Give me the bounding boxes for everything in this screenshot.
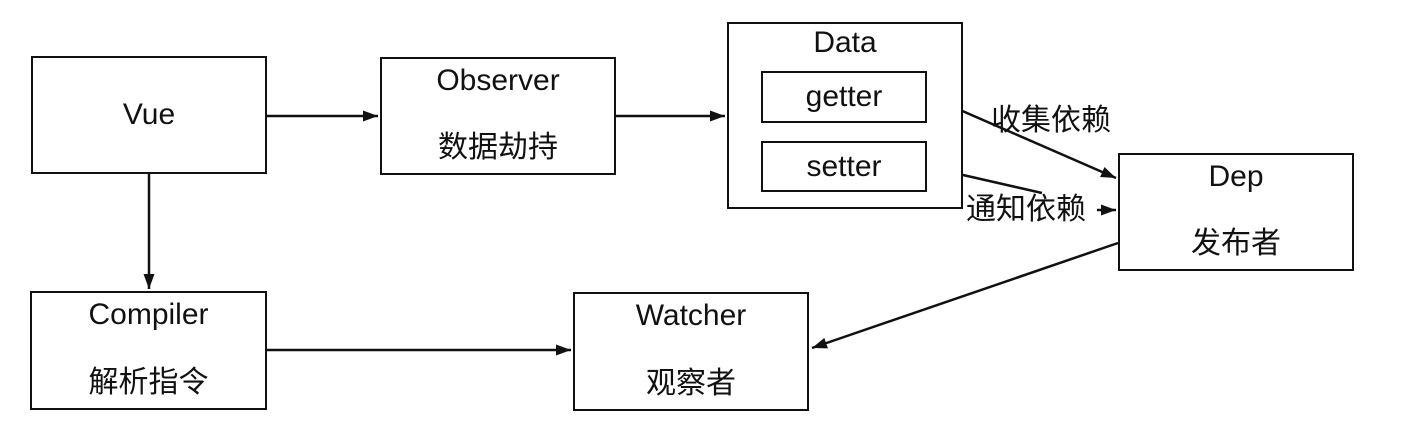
node-setter: setter <box>761 141 927 192</box>
edge-label-collect-dependencies: 收集依赖 <box>991 104 1111 137</box>
node-dep-label: Dep <box>1208 160 1264 193</box>
node-getter-label: getter <box>805 80 883 113</box>
node-dep: Dep 发布者 <box>1118 153 1354 271</box>
node-data: Data getter setter <box>727 22 963 209</box>
node-observer-label: Observer <box>436 64 560 97</box>
node-watcher-sublabel: 观察者 <box>646 367 736 400</box>
node-vue: Vue <box>31 56 267 174</box>
node-vue-label: Vue <box>122 98 176 131</box>
node-dep-sublabel: 发布者 <box>1191 227 1281 260</box>
node-data-label: Data <box>813 26 877 59</box>
node-getter: getter <box>761 71 927 123</box>
edge-label-notify-dependencies: 通知依赖 <box>966 193 1086 226</box>
node-observer-sublabel: 数据劫持 <box>438 131 558 164</box>
node-watcher-label: Watcher <box>635 299 747 332</box>
node-compiler-sublabel: 解析指令 <box>88 366 209 399</box>
node-watcher: Watcher 观察者 <box>573 292 809 411</box>
arrow-dep-to-watcher <box>811 241 1119 350</box>
node-observer: Observer 数据劫持 <box>380 57 616 175</box>
node-setter-label: setter <box>806 149 882 183</box>
node-compiler-label: Compiler <box>88 298 209 331</box>
node-compiler: Compiler 解析指令 <box>30 291 267 410</box>
